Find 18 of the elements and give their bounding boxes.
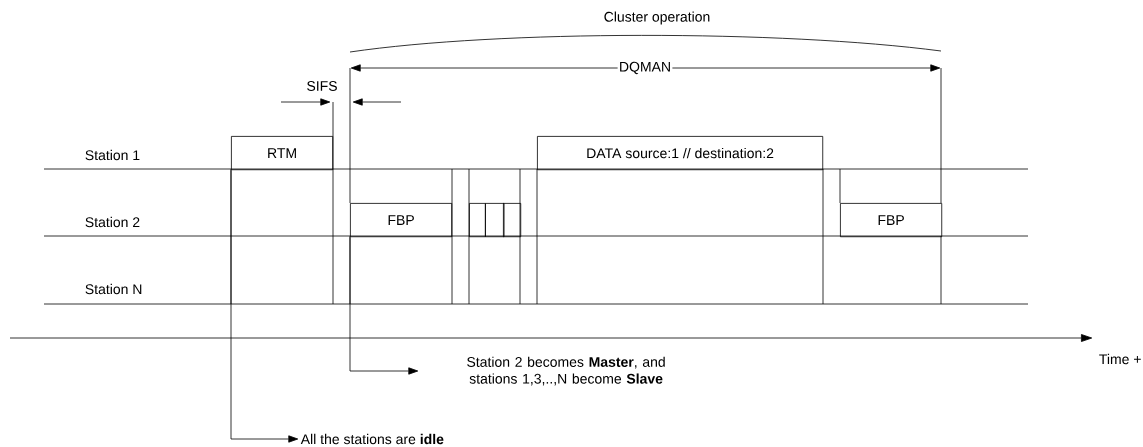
dimension-label: DQMAN: [617, 60, 673, 76]
bracket-label: Cluster operation: [604, 11, 710, 25]
frame-box: FBP: [840, 203, 943, 238]
slot-box: [503, 203, 522, 238]
note-text: All the stations are idle: [300, 433, 444, 445]
frame-box: DATA source:1 // destination:2: [537, 136, 824, 171]
axis-label: Time +: [1099, 353, 1141, 365]
dimension-label: SIFS: [307, 81, 337, 91]
frame-box: RTM: [231, 136, 334, 171]
station-label: Station 2: [85, 216, 140, 228]
frame-box: FBP: [350, 203, 453, 238]
station-label: Station N: [85, 283, 142, 295]
leader-arrow: [349, 236, 419, 375]
station-label: Station 1: [85, 149, 140, 161]
leader-arrow: [230, 169, 299, 443]
slot-box: [485, 203, 505, 238]
slot-box: [469, 203, 486, 238]
note-text: Station 2 becomes Master, and stations 1,3,..,N become Slave: [467, 356, 665, 386]
